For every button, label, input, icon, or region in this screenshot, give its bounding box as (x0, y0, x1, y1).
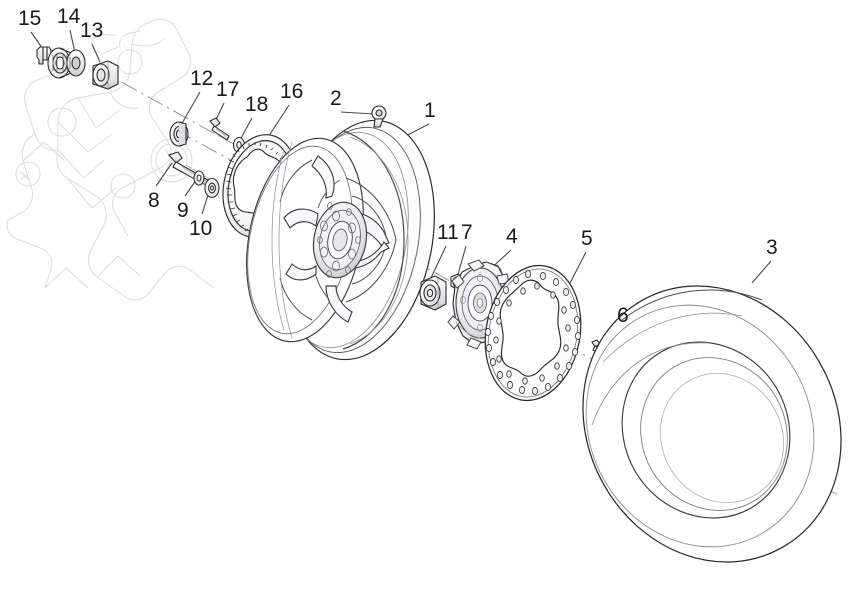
part-spacer-bush (419, 275, 447, 311)
part-valve-stem (371, 105, 387, 128)
part-screw (209, 117, 230, 141)
part-tyre (582, 285, 842, 563)
callout-label-13: 13 (80, 19, 104, 42)
callout-label-11: 11 (437, 221, 459, 244)
part-brake-disc (484, 264, 582, 402)
callout-label-3: 3 (766, 236, 778, 259)
callout-label-9: 9 (177, 199, 189, 222)
rim-hub-centre (312, 201, 368, 279)
callout-label-12: 12 (190, 67, 214, 90)
callout-label-4: 4 (506, 225, 518, 248)
callout-label-18: 18 (245, 93, 269, 116)
callout-label-16: 16 (280, 80, 304, 103)
callout-label-5: 5 (581, 227, 593, 250)
callout-label-17: 17 (216, 78, 240, 101)
callout-label-1: 1 (424, 99, 436, 122)
callout-label-2: 2 (330, 87, 342, 110)
part-wheel-hub-flange (447, 259, 510, 350)
part-wheel-rim (246, 119, 435, 361)
part-small-washer (193, 170, 205, 186)
callout-label-7: 7 (461, 221, 473, 244)
callout-label-8: 8 (148, 189, 160, 212)
callout-label-10: 10 (189, 217, 213, 240)
callout-label-15: 15 (18, 7, 42, 30)
swingarm-ghost (6, 18, 215, 301)
part-bush-collar (169, 121, 189, 147)
callout-label-14: 14 (57, 5, 81, 28)
callout-label-6: 6 (617, 304, 629, 327)
part-bearing (47, 47, 86, 79)
part-washer (204, 177, 220, 199)
part-bush (92, 60, 119, 90)
